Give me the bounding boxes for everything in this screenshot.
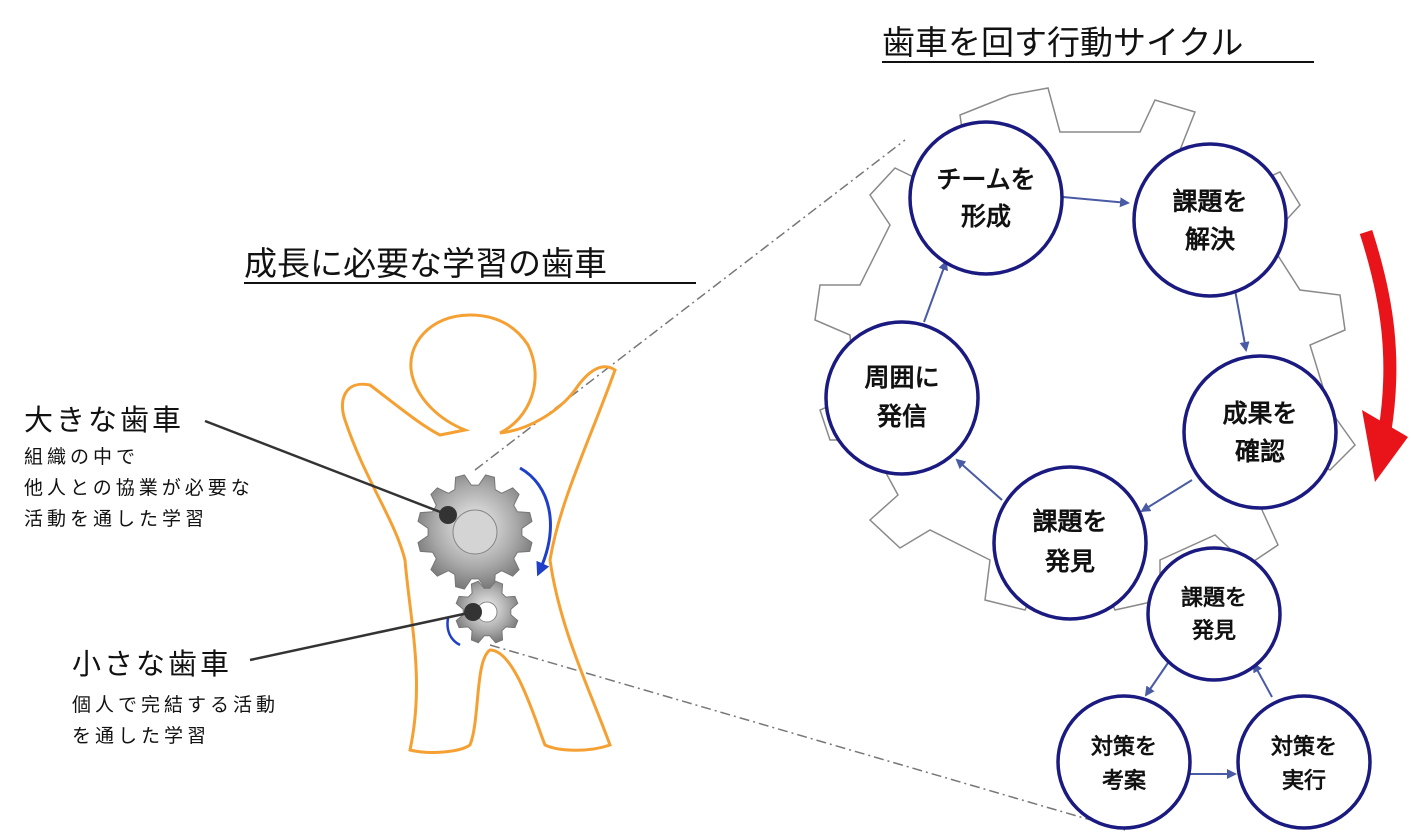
svg-text:大きな歯車: 大きな歯車 — [24, 403, 184, 437]
svg-text:個人で完結する活動: 個人で完結する活動 — [72, 694, 279, 716]
svg-text:確認: 確認 — [1235, 437, 1285, 466]
big-cycle-arrows — [923, 196, 1250, 513]
svg-text:発信: 発信 — [876, 402, 927, 431]
svg-text:発見: 発見 — [1191, 619, 1236, 644]
svg-text:他人との協業が必要な: 他人との協業が必要な — [24, 477, 254, 499]
human-body-outline — [340, 313, 617, 754]
node-execute-measure: 対策を 実行 — [1236, 694, 1372, 830]
svg-text:課題を: 課題を — [1181, 585, 1247, 611]
small-gear-rotation-arrow — [446, 617, 461, 647]
svg-text:課題を: 課題を — [1172, 187, 1247, 216]
svg-text:課題を: 課題を — [1032, 507, 1107, 536]
svg-text:実行: 実行 — [1282, 768, 1326, 794]
svg-text:考案: 考案 — [1102, 768, 1147, 794]
big-gear-rotation-arrow — [519, 466, 552, 577]
node-find-issue-small: 課題を 発見 — [1146, 546, 1282, 682]
svg-text:小さな歯車: 小さな歯車 — [72, 647, 232, 681]
node-share-around: 周囲に 発信 — [824, 320, 980, 476]
svg-text:活動を通した学習: 活動を通した学習 — [24, 508, 208, 530]
big-gear-marker-dot — [439, 506, 457, 524]
node-check-result: 成果を 確認 — [1182, 354, 1338, 510]
callout-lines — [204, 419, 474, 662]
left-title: 成長に必要な学習の歯車 — [244, 244, 696, 284]
node-plan-measure: 対策を 考案 — [1056, 694, 1192, 830]
svg-text:を通した学習: を通した学習 — [72, 725, 210, 747]
svg-text:成長に必要な学習の歯車: 成長に必要な学習の歯車 — [244, 244, 607, 283]
small-cycle-arrows — [1144, 659, 1273, 779]
small-gear-label: 小さな歯車 個人で完結する活動 を通した学習 — [72, 647, 279, 747]
background-gear-outline — [814, 87, 1356, 611]
cycle-rotation-arrow — [1359, 230, 1397, 432]
small-gear-marker-dot — [464, 603, 482, 621]
small-gear — [455, 580, 519, 644]
svg-text:解決: 解決 — [1185, 225, 1236, 254]
big-gear-label: 大きな歯車 組織の中で 他人との協業が必要な 活動を通した学習 — [24, 403, 254, 530]
svg-text:周囲に: 周囲に — [864, 363, 939, 392]
svg-text:成果を: 成果を — [1222, 399, 1297, 428]
right-title: 歯車を回す行動サイクル — [882, 23, 1314, 63]
svg-text:組織の中で: 組織の中で — [24, 446, 139, 468]
svg-text:形成: 形成 — [961, 202, 1011, 231]
big-gear — [417, 474, 533, 590]
svg-text:歯車を回す行動サイクル: 歯車を回す行動サイクル — [882, 23, 1243, 62]
node-solve-issue: 課題を 解決 — [1132, 142, 1288, 298]
svg-text:チームを: チームを — [936, 165, 1035, 194]
svg-text:対策を: 対策を — [1091, 734, 1157, 760]
node-find-issue: 課題を 発見 — [992, 465, 1148, 621]
node-form-team: チームを 形成 — [908, 120, 1064, 276]
svg-text:発見: 発見 — [1044, 547, 1095, 576]
svg-text:対策を: 対策を — [1271, 734, 1337, 760]
cycle-rotation-arrowhead — [1362, 410, 1408, 482]
